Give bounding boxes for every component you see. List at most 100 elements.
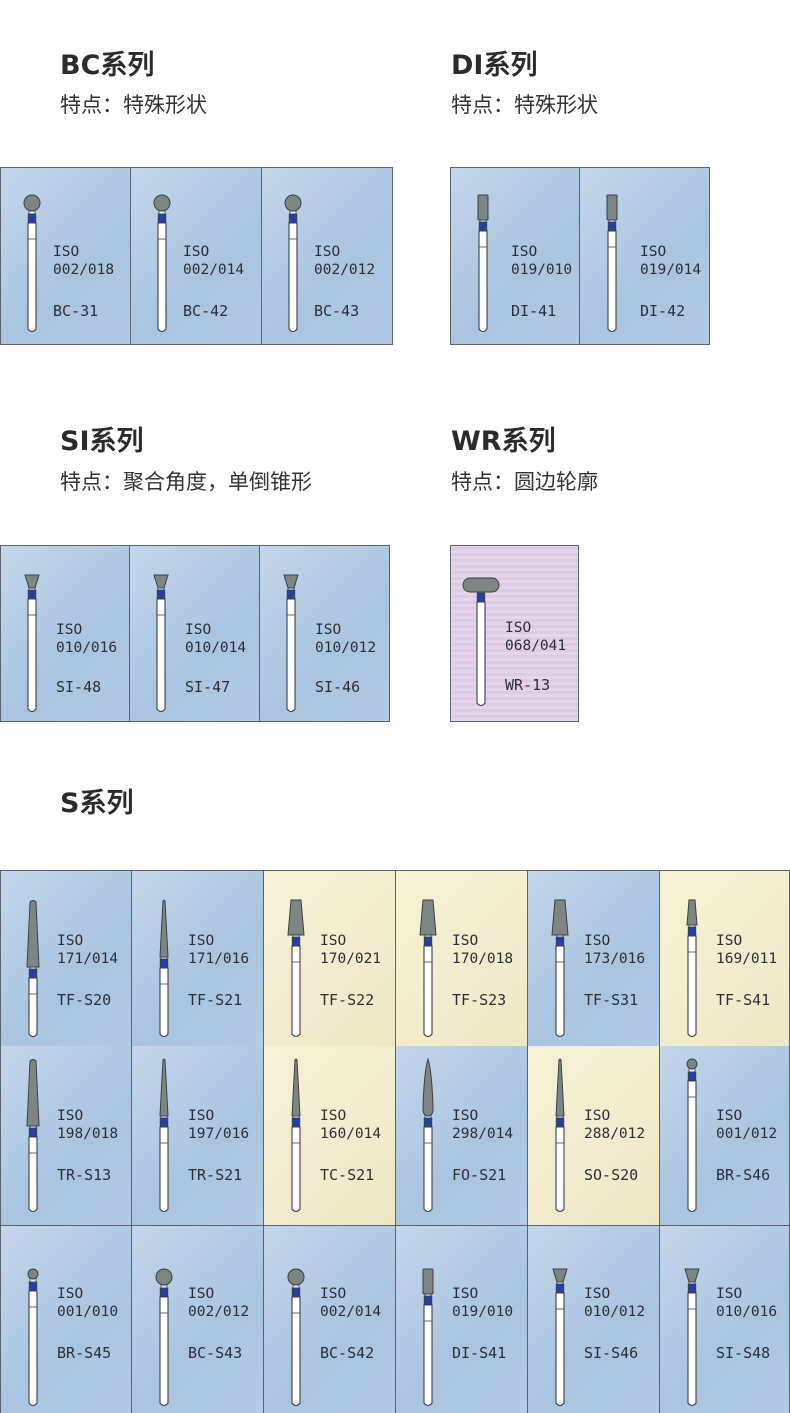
iso-code: 010/014 <box>185 639 247 656</box>
iso-label: ISO <box>57 1108 84 1124</box>
iso-label: ISO <box>505 620 532 636</box>
bur-invcone-icon <box>682 1268 702 1412</box>
section-title-bc: BC系列 <box>60 50 155 81</box>
iso-code: 298/014 <box>452 1125 514 1142</box>
iso-label: ISO <box>183 244 210 260</box>
iso-code: 010/012 <box>315 639 377 656</box>
model-code: FO-S21 <box>452 1166 507 1184</box>
bur-invcone-icon <box>281 574 301 718</box>
model-code: SI-S48 <box>716 1344 771 1362</box>
model-code: BC-42 <box>183 302 229 320</box>
iso-label: ISO <box>320 1108 347 1124</box>
iso-label: ISO <box>320 1286 347 1302</box>
model-code: BC-S42 <box>320 1344 375 1362</box>
bur-wheel-icon <box>461 576 501 712</box>
model-code: DI-42 <box>640 302 686 320</box>
model-code: SO-S20 <box>584 1166 639 1184</box>
bur-invcone-icon <box>22 574 42 718</box>
bur-cylinder-icon <box>473 194 493 338</box>
iso-code: 019/010 <box>511 261 573 278</box>
iso-label: ISO <box>56 622 83 638</box>
model-code: DI-S41 <box>452 1344 507 1362</box>
iso-label: ISO <box>315 622 342 638</box>
iso-code: 002/012 <box>314 261 376 278</box>
iso-code: 170/021 <box>320 950 382 967</box>
section-title-wr: WR系列 <box>451 426 556 457</box>
model-code: DI-41 <box>511 302 557 320</box>
model-code: TF-S31 <box>584 991 639 1009</box>
bur-shorttaper-icon <box>682 899 702 1043</box>
iso-code: 198/018 <box>57 1125 119 1142</box>
bur-ball-icon <box>286 1268 306 1412</box>
iso-code: 002/012 <box>188 1303 250 1320</box>
bur-ball-icon <box>283 194 303 338</box>
iso-label: ISO <box>452 1286 479 1302</box>
model-code: TF-S41 <box>716 991 771 1009</box>
iso-label: ISO <box>188 1108 215 1124</box>
iso-code: 001/010 <box>57 1303 119 1320</box>
model-code: WR-13 <box>505 676 551 694</box>
iso-label: ISO <box>640 244 667 260</box>
model-code: SI-S46 <box>584 1344 639 1362</box>
model-code: SI-46 <box>315 678 361 696</box>
iso-code: 010/016 <box>56 639 118 656</box>
bur-needle-icon <box>286 1058 306 1218</box>
iso-code: 170/018 <box>452 950 514 967</box>
iso-label: ISO <box>188 1286 215 1302</box>
bur-flattaper-icon <box>286 899 306 1043</box>
bur-ball-icon <box>152 194 172 338</box>
iso-code: 001/012 <box>716 1125 778 1142</box>
section-title-si: SI系列 <box>60 426 144 457</box>
model-code: TF-S23 <box>452 991 507 1009</box>
iso-code: 171/014 <box>57 950 119 967</box>
iso-label: ISO <box>452 933 479 949</box>
bur-flame-icon <box>418 1057 438 1218</box>
bur-invcone-icon <box>550 1268 570 1412</box>
iso-code: 171/016 <box>188 950 250 967</box>
iso-label: ISO <box>188 933 215 949</box>
bur-needle-icon <box>154 1058 174 1218</box>
bur-flattaper-icon <box>418 899 438 1043</box>
iso-code: 019/014 <box>640 261 702 278</box>
iso-code: 002/014 <box>320 1303 382 1320</box>
model-code: BC-43 <box>314 302 360 320</box>
iso-code: 288/012 <box>584 1125 646 1142</box>
iso-code: 173/016 <box>584 950 646 967</box>
